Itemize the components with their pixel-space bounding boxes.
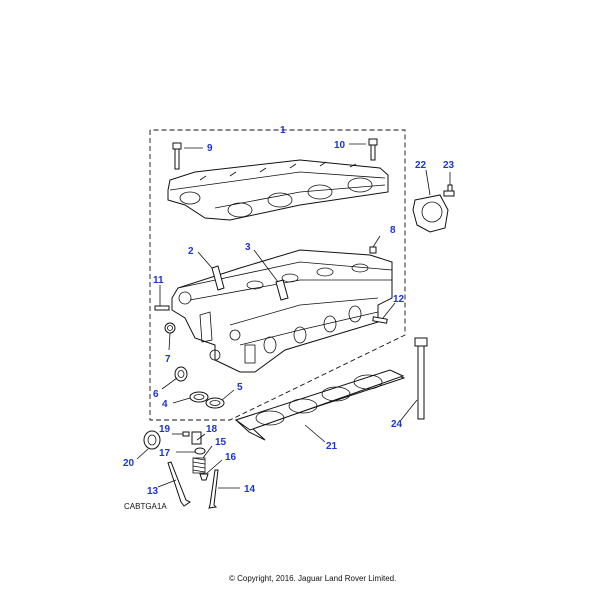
- diagram-code: CABTGA1A: [124, 502, 167, 511]
- callout-5: 5: [237, 382, 243, 393]
- plug-8: [369, 246, 377, 254]
- spring-15: [192, 457, 206, 474]
- seal-5: [205, 397, 225, 409]
- bolt-10: [368, 138, 378, 161]
- cylinder-head: [171, 249, 393, 373]
- callout-16: 16: [225, 452, 237, 463]
- callout-14: 14: [244, 484, 256, 495]
- pin-3: [275, 279, 289, 301]
- assembly-boundary: [149, 129, 406, 421]
- callout-1: 1: [280, 125, 286, 136]
- stud-12: [372, 316, 388, 324]
- copyright-text: © Copyright, 2016. Jaguar Land Rover Lim…: [229, 574, 396, 583]
- stud-11: [154, 305, 170, 311]
- callout-19: 19: [159, 424, 171, 435]
- cover-plate-22: [412, 194, 449, 233]
- collet-19: [182, 431, 190, 437]
- bolt-24: [414, 337, 428, 420]
- camshaft-carrier: [167, 159, 389, 221]
- seal-16: [199, 473, 209, 481]
- callout-23: 23: [443, 160, 455, 171]
- bolt-9: [172, 142, 182, 170]
- callout-8: 8: [390, 225, 396, 236]
- callout-3: 3: [245, 242, 251, 253]
- callout-20: 20: [123, 458, 135, 469]
- callout-9: 9: [207, 143, 213, 154]
- valve-14: [208, 469, 219, 509]
- callout-11: 11: [153, 275, 164, 286]
- callout-10: 10: [334, 140, 346, 151]
- callout-18: 18: [206, 424, 218, 435]
- callout-2: 2: [188, 246, 194, 257]
- callout-15: 15: [215, 437, 227, 448]
- callout-4: 4: [162, 399, 168, 410]
- head-gasket: [234, 369, 406, 441]
- bolt-23: [443, 184, 455, 197]
- callout-6: 6: [153, 389, 159, 400]
- callout-12: 12: [393, 294, 405, 305]
- callout-13: 13: [147, 486, 159, 497]
- callout-7: 7: [165, 354, 171, 365]
- callout-21: 21: [326, 441, 338, 452]
- cap-18: [191, 431, 202, 445]
- callout-24: 24: [391, 419, 403, 430]
- seal-20: [143, 430, 161, 450]
- pin-2: [211, 265, 225, 291]
- callout-17: 17: [159, 448, 171, 459]
- valve-13: [167, 461, 191, 507]
- seal-4: [189, 391, 209, 403]
- leader-lines: [136, 143, 451, 489]
- seal-6: [174, 366, 188, 382]
- seal-7: [164, 322, 176, 334]
- callout-22: 22: [415, 160, 427, 171]
- retainer-17: [194, 447, 206, 455]
